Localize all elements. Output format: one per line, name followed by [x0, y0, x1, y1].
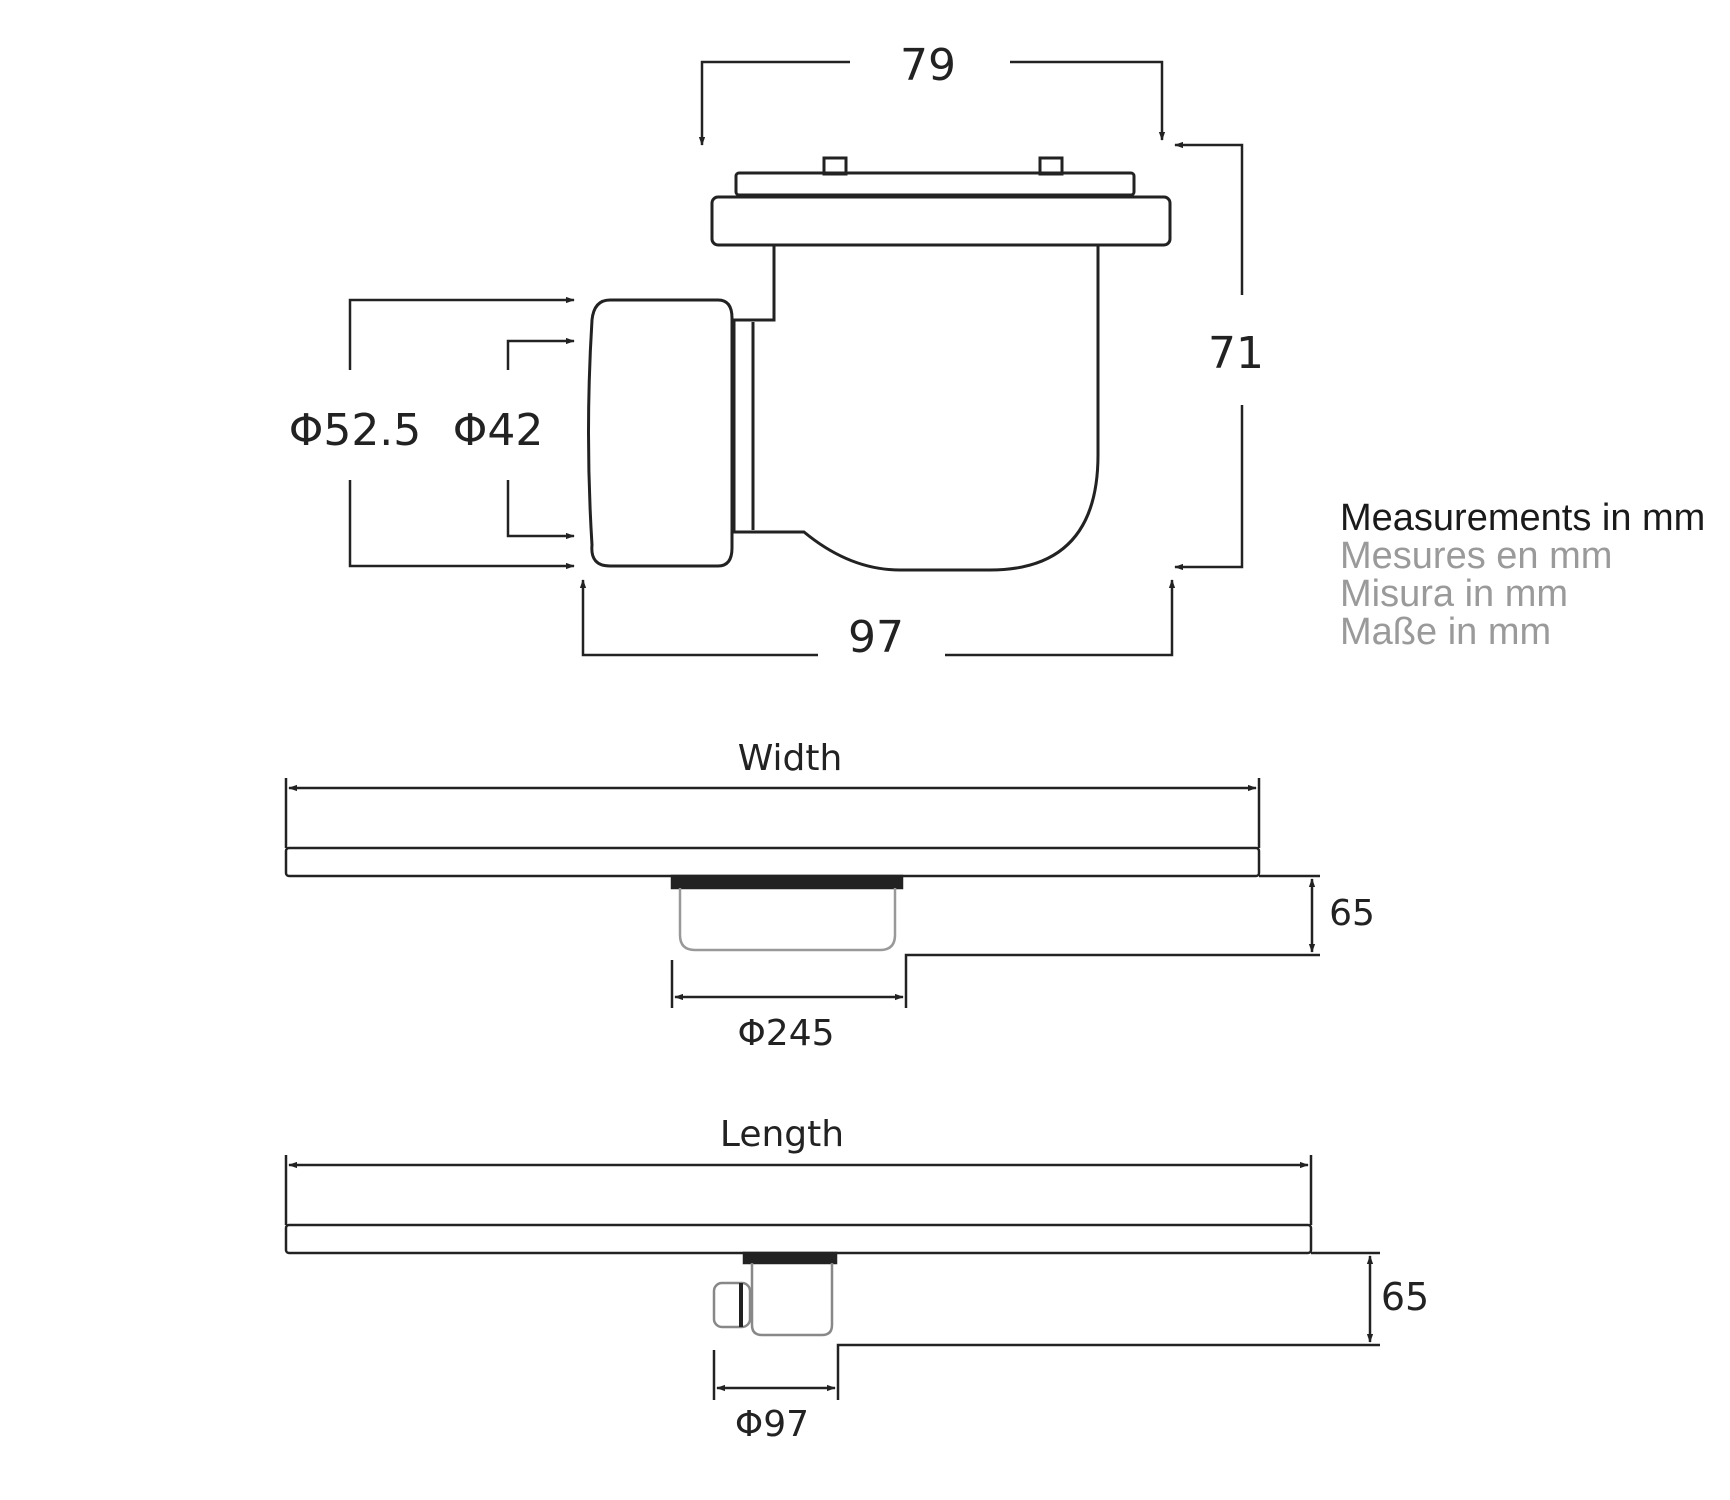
trap-body: [732, 245, 1100, 572]
length-diameter-label: Φ97: [735, 1404, 809, 1445]
length-drain-body: [750, 1263, 834, 1337]
legend-line-english: Measurements in mm: [1340, 497, 1705, 539]
dim-71-label: 71: [1208, 328, 1264, 379]
legend-line-french: Mesures en mm: [1340, 535, 1612, 577]
width-diameter-label: Φ245: [737, 1013, 834, 1054]
dim-97-left: [579, 579, 818, 657]
width-label: Width: [738, 738, 843, 779]
trap-detail-view: [348, 60, 1244, 657]
dim-79-label: 79: [900, 40, 956, 91]
dim-phi52-label: Φ52.5: [289, 405, 422, 456]
width-channel-body: [284, 846, 1261, 878]
dim-71-top: [1174, 141, 1244, 295]
width-view: [284, 778, 1320, 1008]
dim-phi42-top: [506, 337, 575, 370]
width-depth-label: 65: [1329, 893, 1375, 934]
trap-top-pin-right: [1038, 156, 1064, 176]
trap-top-pin-left: [822, 156, 848, 176]
width-drain-flange: [670, 874, 904, 890]
trap-top-plate: [734, 171, 1136, 197]
dim-79-right: [1010, 60, 1166, 141]
legend-line-german: Maße in mm: [1340, 611, 1551, 653]
width-drain-body: [678, 888, 897, 952]
dim-phi52-top: [348, 296, 575, 370]
trap-outlet-cap: [587, 298, 734, 568]
dim-phi52-bottom: [348, 480, 575, 570]
measurement-legend: Measurements in mm Mesures en mm Misura …: [1340, 497, 1705, 653]
length-drain-flange: [742, 1251, 838, 1265]
legend-line-italian: Misura in mm: [1340, 573, 1568, 615]
length-drain-outlet: [712, 1281, 752, 1329]
dim-phi42-label: Φ42: [453, 405, 544, 456]
length-view: [284, 1155, 1380, 1400]
trap-flange: [710, 195, 1172, 247]
dim-phi42-bottom: [506, 480, 575, 540]
dim-97-right: [945, 579, 1176, 657]
dim-71-bottom: [1174, 405, 1244, 571]
dim-79-left: [698, 60, 850, 146]
length-label: Length: [720, 1114, 844, 1155]
length-depth-label: 65: [1381, 1275, 1429, 1319]
dim-97-label: 97: [848, 612, 904, 663]
length-channel-body: [284, 1223, 1313, 1255]
